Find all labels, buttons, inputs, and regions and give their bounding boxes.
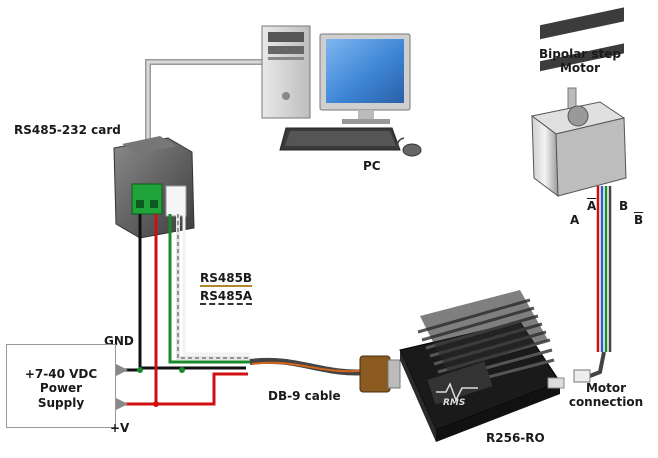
phase-b-bar-label: B xyxy=(634,213,644,227)
rs485-card-label: RS485-232 card xyxy=(14,123,121,137)
power-supply-label: +7-40 VDC Power Supply xyxy=(24,367,98,410)
card-wires xyxy=(138,214,250,406)
phase-a-bar-label: A xyxy=(587,199,597,213)
motor-title-label: Bipolar step Motor xyxy=(538,47,621,75)
rs485a-label: RS485A xyxy=(200,289,253,305)
driver-label: R256-RO xyxy=(486,431,545,445)
phase-b-label: B xyxy=(619,199,629,213)
pc-label: PC xyxy=(363,159,381,173)
pc-tower-icon xyxy=(261,25,311,119)
mouse-icon xyxy=(396,137,422,157)
driver-r256-icon xyxy=(399,290,561,442)
phase-a-label: A xyxy=(570,213,580,227)
db9-cable-label: DB-9 cable xyxy=(268,389,341,403)
rs485-card-icon xyxy=(113,136,195,239)
stepper-motor-icon xyxy=(530,7,627,198)
plus-v-label: +V xyxy=(110,421,130,435)
rs485b-label: RS485B xyxy=(200,271,253,287)
db9-cable xyxy=(249,355,401,393)
power-supply-leads xyxy=(116,364,185,410)
brand-logo-label: RMS xyxy=(443,398,466,408)
power-supply-box: +7-40 VDC Power Supply xyxy=(6,344,116,428)
motor-connection-label: Motor connection xyxy=(568,381,644,409)
keyboard-icon xyxy=(279,127,401,151)
pc-serial-cable xyxy=(145,59,268,140)
motor-wires xyxy=(547,186,612,389)
pc-monitor-icon xyxy=(319,33,411,124)
